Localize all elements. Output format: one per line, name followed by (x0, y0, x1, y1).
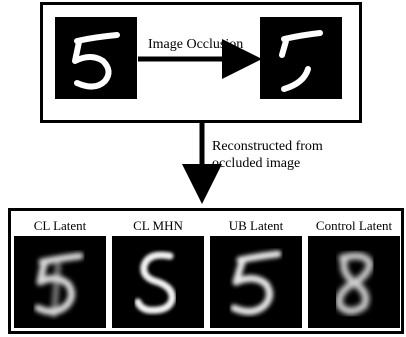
control-latent-image (308, 236, 400, 328)
ub-latent-image (210, 236, 302, 328)
cl-latent-image (14, 236, 106, 328)
reconstruction-caption-line2: occluded image (212, 156, 301, 171)
col-label-control-latent: Control Latent (315, 218, 393, 233)
col-label-ub-latent: UB Latent (228, 218, 284, 233)
occluded-digit-image (260, 17, 342, 99)
occlusion-arrow-label: Image Occlusion (148, 37, 244, 52)
cl-mhn-image (112, 236, 204, 328)
original-digit-image (55, 17, 137, 99)
reconstruction-caption-line1: Reconstructed from (212, 139, 323, 154)
col-label-cl-latent: CL Latent (33, 218, 87, 233)
col-label-cl-mhn: CL MHN (133, 218, 183, 233)
